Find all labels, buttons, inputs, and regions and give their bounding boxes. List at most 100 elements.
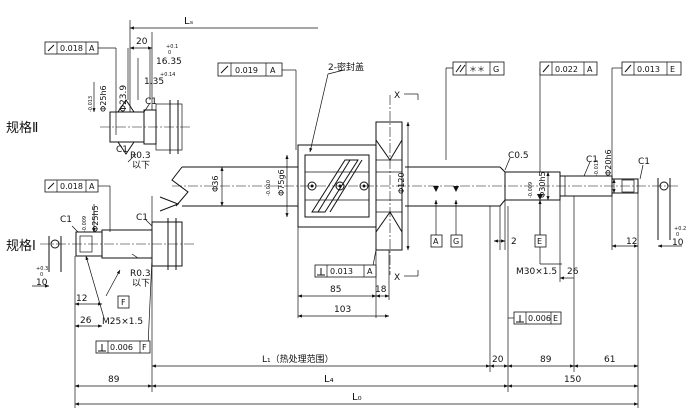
- svg-text:0.006: 0.006: [528, 314, 551, 323]
- svg-text:A: A: [89, 182, 95, 191]
- tol-0-2-right: +0.2: [674, 226, 686, 232]
- dimension-lines: [32, 26, 682, 406]
- svg-text:E: E: [670, 65, 675, 74]
- dim-phi23-9: Φ23.9: [119, 85, 129, 112]
- dim-61: 61: [604, 355, 615, 365]
- svg-text:F: F: [121, 298, 126, 307]
- tolerance-frame-5: 0.022 A: [539, 61, 598, 76]
- thread-m25: M25×1.5: [102, 317, 143, 327]
- dim-c1-a: C1: [116, 145, 128, 155]
- chamfer-c0-5: C0.5: [508, 151, 529, 161]
- tolerance-frame-1: 0.018 A: [44, 41, 99, 55]
- dim-2: 2: [511, 237, 517, 247]
- datum-e-marker: [537, 194, 543, 200]
- svg-text:F: F: [142, 343, 147, 352]
- svg-text:E: E: [537, 237, 542, 246]
- spec-2-label: 规格Ⅱ: [6, 120, 38, 136]
- tolerance-frame-6: 0.013 E: [621, 61, 682, 76]
- dim-89-right: 89: [540, 355, 552, 365]
- dim-phi120: Φ120: [397, 172, 406, 194]
- dim-89-left: 89: [108, 375, 120, 385]
- tol-phi25h5: -0.009: [82, 216, 88, 232]
- dim-lo-label: L₀: [352, 392, 362, 403]
- svg-text:A: A: [89, 44, 95, 53]
- datum-box-e: E: [534, 234, 547, 248]
- datum-a-marker: [433, 186, 439, 192]
- dim-85: 85: [330, 285, 341, 295]
- dim-26-left: 26: [80, 316, 92, 326]
- section-x-top: X: [394, 91, 400, 101]
- tol-0-14: +0.14: [160, 72, 175, 78]
- dim-phi75g6: Φ75g6: [277, 169, 286, 196]
- seal-label: 2-密封盖: [328, 61, 364, 73]
- svg-text:G: G: [453, 237, 459, 246]
- screw-shaft: [159, 166, 500, 212]
- tol-phi20h6: -0.013: [594, 160, 600, 176]
- below-label-upper: 以下: [132, 161, 150, 171]
- dim-phi36: Φ36: [211, 176, 220, 192]
- dim-c1-c: C1: [136, 213, 148, 223]
- tolerance-frame-3: 0.019 A: [217, 62, 283, 77]
- tol-phi75g6: -0.010: [266, 180, 272, 196]
- below-label-lower: 以下: [132, 279, 150, 289]
- svg-text:0.013: 0.013: [330, 267, 353, 276]
- svg-text:A: A: [433, 237, 439, 246]
- dim-phi30h5: Φ30h5: [538, 171, 547, 198]
- svg-text:0.013: 0.013: [637, 65, 660, 74]
- dim-c1-right-b: C1: [638, 157, 650, 167]
- svg-text:A: A: [367, 267, 373, 276]
- svg-text:0.006: 0.006: [110, 343, 133, 352]
- tol-phi30h5: -0.009: [528, 182, 534, 198]
- dim-l1-label: L₁（热处理范围）: [262, 353, 334, 365]
- dim-16-35: 16.35: [156, 57, 182, 67]
- left-end-spec-1: [48, 196, 183, 272]
- dim-12-right: 12: [626, 237, 637, 247]
- dim-1-35: 1.35: [144, 77, 164, 87]
- right-shaft-end: [499, 166, 671, 240]
- dim-18: 18: [375, 285, 387, 295]
- dim-12-left: 12: [76, 294, 87, 304]
- leader-lines: [71, 47, 644, 347]
- datum-g-marker: [453, 186, 459, 192]
- tol-zero-right: 0: [676, 232, 679, 238]
- extension-lines: [74, 20, 639, 408]
- datum-box-a: A: [430, 234, 443, 248]
- dim-c1-upper: C1: [145, 97, 157, 107]
- svg-text:A: A: [270, 66, 276, 75]
- svg-text:0.019: 0.019: [235, 66, 258, 75]
- tolerance-frame-7: 0.013 A: [314, 264, 377, 278]
- tolerance-frame-2: 0.018 A: [44, 179, 99, 193]
- svg-text:0.018: 0.018: [60, 182, 83, 191]
- dim-phi25h5: Φ25h5: [91, 205, 100, 232]
- svg-text:E: E: [553, 314, 558, 323]
- svg-text:A: A: [587, 65, 593, 74]
- dim-phi25h6: Φ25h6: [99, 85, 108, 112]
- dim-150: 150: [564, 375, 581, 385]
- section-x-bottom: X: [394, 273, 400, 283]
- tol-0-1: +0.1: [166, 44, 178, 50]
- dim-phi20h6: Φ20h6: [604, 149, 613, 176]
- dim-l4-label: L₄: [324, 374, 334, 385]
- dim-c1-b: C1: [60, 215, 72, 225]
- svg-text:0.022: 0.022: [555, 65, 578, 74]
- thread-m30: M30×1.5: [516, 267, 557, 277]
- dim-c1-right-a: C1: [586, 155, 598, 165]
- tolerance-frame-4: ＊＊ G: [452, 61, 505, 76]
- tol-phi25h6: -0.013: [88, 96, 94, 112]
- dim-10-left: 10: [36, 278, 48, 288]
- tol-zero-a: 0: [168, 50, 171, 56]
- svg-text:G: G: [493, 65, 499, 74]
- datum-box-f: F: [117, 295, 130, 309]
- tolerance-frame-9: 0.006 F: [95, 340, 151, 354]
- svg-text:0.018: 0.018: [60, 44, 83, 53]
- dim-10-right: 10: [672, 238, 684, 248]
- dim-26-right: 26: [567, 267, 579, 277]
- dim-103: 103: [334, 305, 351, 315]
- spec-1-label: 规格Ⅰ: [6, 238, 36, 254]
- svg-text:＊＊: ＊＊: [469, 65, 485, 74]
- dim-ls-label: Lₛ: [184, 16, 194, 27]
- dim-r0-3-upper: R0.3: [130, 151, 151, 161]
- dim-r0-3-lower: R0.3: [130, 269, 151, 279]
